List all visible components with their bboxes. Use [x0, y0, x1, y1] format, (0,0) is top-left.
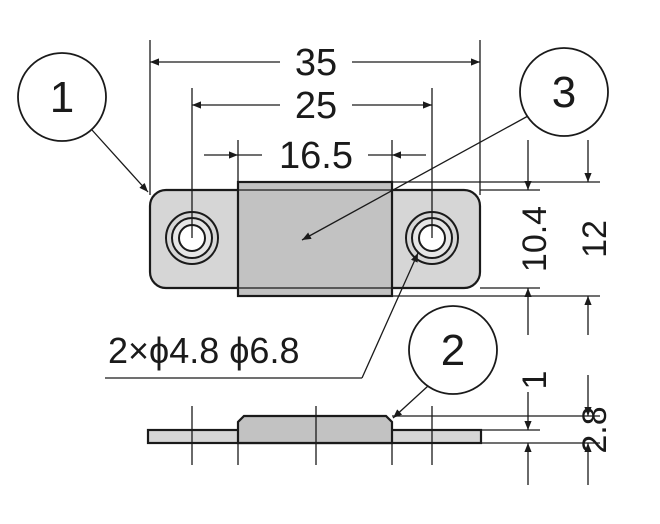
- dimension-label-10-4: 10.4: [516, 206, 554, 272]
- dimension-label-25: 25: [295, 85, 337, 127]
- dimension-magnet-length: 16.5: [204, 135, 426, 177]
- dimension-overall-height: 2.8: [576, 375, 614, 485]
- dimension-overall-width: 12: [576, 140, 614, 335]
- callout-3-label: 3: [552, 68, 576, 117]
- callout-1-label: 1: [50, 73, 74, 122]
- callout-2: 2: [392, 305, 498, 419]
- dimension-label-16-5: 16.5: [279, 135, 353, 177]
- dimension-label-1: 1: [516, 371, 554, 390]
- top-view: 35 25 16.5 10.4 12: [105, 40, 614, 379]
- dimension-body-width: 10.4: [516, 140, 554, 335]
- side-magnet-housing: [236, 414, 394, 445]
- dimension-label-12: 12: [576, 220, 614, 258]
- dimension-label-35: 35: [295, 42, 337, 84]
- dimension-hole-pitch: 25: [192, 85, 432, 127]
- dimension-plate-thickness: 1: [516, 371, 554, 485]
- side-view: 1 2.8: [146, 371, 614, 485]
- callout-3: 3: [301, 47, 609, 241]
- callout-1: 1: [17, 52, 149, 193]
- hole-spec-leader: 2×ϕ4.8 ϕ6.8: [105, 252, 419, 379]
- magnet-housing: [236, 180, 394, 298]
- callout-2-label: 2: [441, 326, 465, 375]
- dimension-overall-length: 35: [150, 42, 480, 84]
- dimension-label-2-8: 2.8: [576, 406, 614, 453]
- hole-spec-label: 2×ϕ4.8 ϕ6.8: [108, 330, 299, 371]
